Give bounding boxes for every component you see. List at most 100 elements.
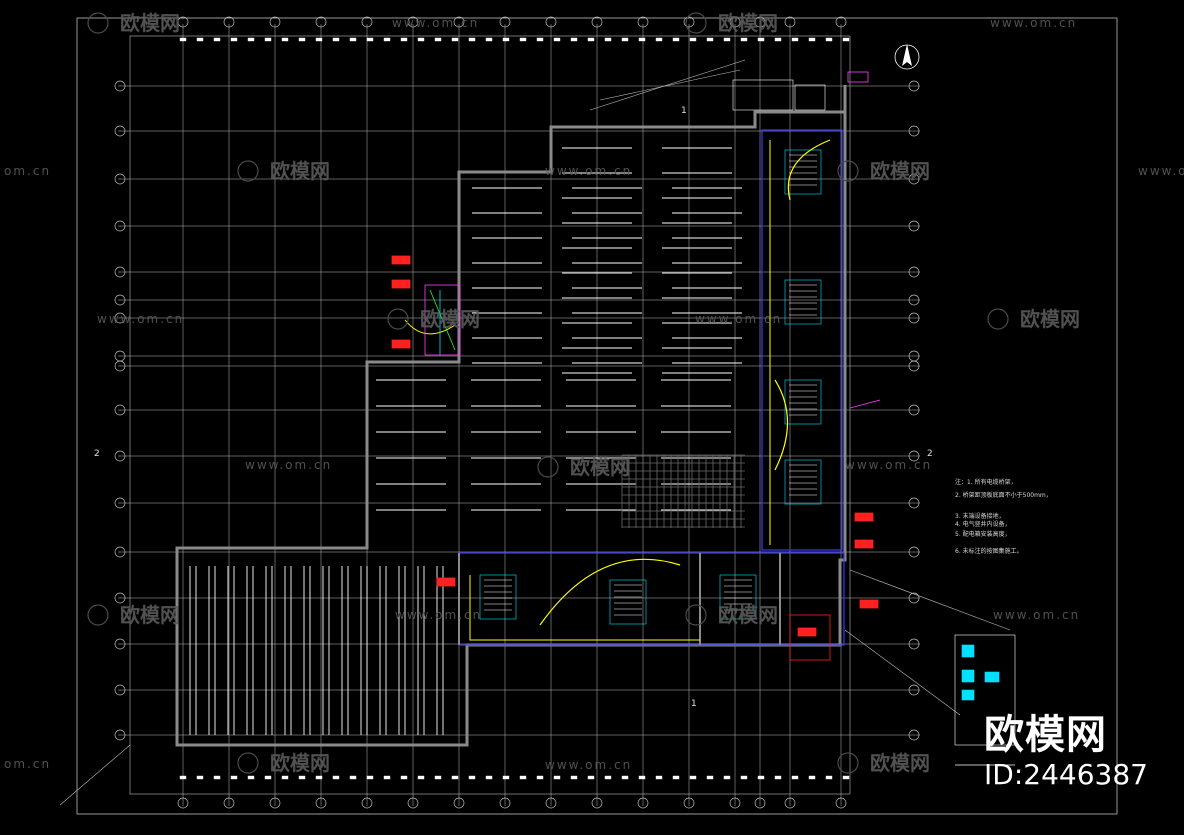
brand-name: 欧模网: [984, 712, 1108, 758]
axis-bubble: [908, 80, 920, 92]
dim-tick: [179, 37, 187, 42]
leader-line: [589, 59, 746, 111]
axis-bubble: [114, 592, 126, 604]
dim-tick: [298, 775, 306, 780]
red-tag: [436, 577, 456, 587]
axis-bubble: [223, 16, 235, 28]
dim-tick: [349, 37, 357, 42]
axis-bubble: [908, 497, 920, 509]
watermark-logo-icon: [537, 456, 559, 478]
axis-bubble: [114, 546, 126, 558]
design-notes: 注：1. 所有电缆桥架， 2. 桥架距顶板底面不小于500mm， 3. 末端设备…: [955, 478, 1052, 555]
axis-bubble: [114, 173, 126, 185]
equipment-block: [784, 379, 822, 425]
red-tag: [854, 539, 874, 549]
dim-tick: [485, 37, 493, 42]
axis-bubble: [784, 16, 796, 28]
axis-bubble: [683, 16, 695, 28]
dim-tick: [672, 37, 680, 42]
red-tag: [854, 512, 874, 522]
axis-bubble: [114, 80, 126, 92]
axis-bubble: [361, 797, 373, 809]
dim-tick: [213, 775, 221, 780]
dim-tick: [842, 775, 850, 780]
axis-bubble: [223, 797, 235, 809]
dim-tick: [808, 775, 816, 780]
dim-tick: [179, 775, 187, 780]
dim-tick: [298, 37, 306, 42]
dim-tick: [281, 37, 289, 42]
dim-tick: [230, 775, 238, 780]
dim-tick: [417, 775, 425, 780]
axis-bubble: [114, 684, 126, 696]
axis-bubble: [269, 16, 281, 28]
dim-tick: [757, 775, 765, 780]
dim-tick: [451, 37, 459, 42]
dim-tick: [434, 37, 442, 42]
red-tag: [391, 339, 411, 349]
dim-tick: [400, 775, 408, 780]
axis-bubble: [908, 294, 920, 306]
dim-tick: [485, 775, 493, 780]
axis-bubble: [754, 797, 766, 809]
watermark-logo-icon: [685, 604, 707, 626]
axis-bubble: [114, 125, 126, 137]
axis-bubble: [908, 220, 920, 232]
brand-id: ID:2446387: [984, 758, 1148, 791]
dim-tick: [672, 775, 680, 780]
axis-bubble: [114, 312, 126, 324]
electrical-layout: [391, 71, 1016, 766]
dim-tick: [621, 37, 629, 42]
axis-bubble: [591, 797, 603, 809]
watermark-brand: 欧模网: [120, 603, 180, 627]
electrical-corridor: [761, 129, 843, 551]
watermark-url: www.om.cn: [545, 164, 632, 178]
magenta-leader: [849, 399, 881, 409]
equipment-block: [609, 579, 647, 625]
axis-bubble: [908, 729, 920, 741]
equipment-block: [784, 149, 822, 195]
dim-tick: [791, 775, 799, 780]
north-arrow-needle: [902, 44, 912, 66]
dim-tick: [638, 37, 646, 42]
dim-tick: [400, 37, 408, 42]
watermark-logo-icon: [237, 160, 259, 182]
section-mark-1-top: 1: [681, 106, 687, 116]
dim-tick: [502, 37, 510, 42]
dim-tick: [570, 37, 578, 42]
dim-tick: [247, 775, 255, 780]
magenta-tag: [847, 71, 869, 83]
axis-bubble: [453, 797, 465, 809]
dim-tick: [587, 775, 595, 780]
axis-bubble: [754, 16, 766, 28]
cable-arc: [787, 139, 831, 201]
dim-tick: [706, 37, 714, 42]
note-line: 3. 末端设备接地，: [955, 512, 1005, 520]
watermark-url: www.om.cn: [97, 312, 184, 326]
axis-bubble: [908, 125, 920, 137]
axis-bubble: [114, 266, 126, 278]
dim-tick: [519, 37, 527, 42]
note-line: 5. 配电箱安装高度，: [955, 530, 1011, 538]
watermark-url: om.cn: [4, 757, 51, 771]
cable-arc: [774, 379, 789, 471]
axis-bubble: [114, 360, 126, 372]
inset-equipment: [961, 669, 975, 683]
building-walls: [175, 79, 847, 747]
red-room: [789, 614, 831, 661]
axis-bubble: [908, 638, 920, 650]
watermark-brand: 欧模网: [270, 159, 330, 183]
dim-tick: [587, 37, 595, 42]
watermark-url: www.om.cn: [845, 458, 932, 472]
dim-tick: [281, 775, 289, 780]
red-tag: [797, 627, 817, 637]
watermark-brand: 欧模网: [718, 603, 778, 627]
watermark-logo-icon: [87, 12, 109, 34]
dim-tick: [468, 37, 476, 42]
axis-bubble: [835, 797, 847, 809]
axis-bubble: [114, 294, 126, 306]
axis-bubble: [315, 797, 327, 809]
leader-line: [59, 744, 131, 806]
watermark-logo-icon: [837, 752, 859, 774]
watermark-brand: 欧模网: [870, 159, 930, 183]
